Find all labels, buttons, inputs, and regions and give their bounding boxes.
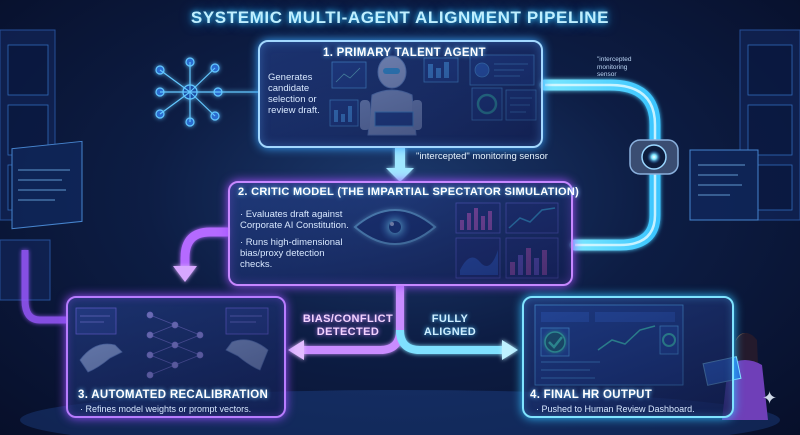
stage-final-description: · Pushed to Human Review Dashboard. <box>536 404 695 414</box>
branch-aligned-line: FULLY <box>431 313 469 325</box>
arrow-aligned <box>502 340 518 360</box>
stage-primary-title: 1. PRIMARY TALENT AGENT <box>323 47 486 59</box>
stage-automated-recalibration <box>66 296 286 418</box>
stage-primary-desc-line: Generates <box>268 72 313 83</box>
branch-bias-label: BIAS/CONFLICT DETECTED <box>298 313 398 339</box>
branch-aligned-label: FULLY ALIGNED <box>405 313 495 339</box>
stage-critic-bullet-1: · Evaluates draft against Corporate AI C… <box>240 209 349 231</box>
sensor-camera-icon <box>629 139 679 175</box>
sensor-small-line: sensor <box>597 71 617 78</box>
sensor-small-line: monitoring <box>597 63 628 71</box>
stage-critic-model <box>228 181 573 286</box>
stage-primary-desc-line: candidate <box>268 83 310 94</box>
feedback-pipe-left <box>180 227 228 268</box>
stage-critic-bullet-line: · Evaluates draft against <box>240 209 343 220</box>
page-title: SYSTEMIC MULTI-AGENT ALIGNMENT PIPELINE <box>190 8 610 27</box>
branch-aligned-line: ALIGNED <box>423 326 477 338</box>
network-nodes-icon <box>155 57 258 127</box>
stage-primary-description: Generates candidate selection or review … <box>268 72 320 116</box>
monitoring-pipe-core <box>545 83 657 247</box>
sensor-label: "intercepted" monitoring sensor <box>416 151 548 162</box>
branch-bias-line: DETECTED <box>316 326 380 338</box>
sensor-small-line: "intercepted <box>597 56 632 63</box>
arrow-to-recalibration <box>173 266 197 282</box>
stage-critic-bullet-line: bias/proxy detection <box>240 248 325 259</box>
stage-recal-title: 3. AUTOMATED RECALIBRATION <box>78 389 269 401</box>
stage-primary-desc-line: selection or <box>268 94 317 105</box>
stage-critic-title: 2. CRITIC MODEL (THE IMPARTIAL SPECTATOR… <box>238 186 580 198</box>
arrow-primary-to-critic <box>386 148 414 182</box>
stage-critic-bullet-line: · Runs high-dimensional <box>240 237 343 248</box>
arrow-bias <box>288 340 304 360</box>
stage-recal-description: · Refines model weights or prompt vector… <box>80 404 252 414</box>
stage-final-title: 4. FINAL HR OUTPUT <box>530 389 653 401</box>
stage-final-hr-output <box>522 296 734 418</box>
sensor-small-label: "intercepted monitoring sensor <box>597 56 631 79</box>
branch-bias-line: BIAS/CONFLICT <box>302 313 394 325</box>
stage-primary-talent-agent <box>258 40 543 148</box>
left-server-racks <box>0 29 83 301</box>
stage-primary-desc-line: review draft. <box>268 105 320 116</box>
right-server-racks <box>689 29 800 221</box>
stage-critic-bullet-2: · Runs high-dimensional bias/proxy detec… <box>240 237 342 270</box>
stage-critic-bullet-line: Corporate AI Constitution. <box>240 220 349 231</box>
sparkle-star-icon: ✦ <box>762 388 778 408</box>
stage-critic-bullet-line: checks. <box>240 259 273 270</box>
feedback-pipe-return <box>21 250 66 324</box>
branch-pipes <box>300 286 505 354</box>
